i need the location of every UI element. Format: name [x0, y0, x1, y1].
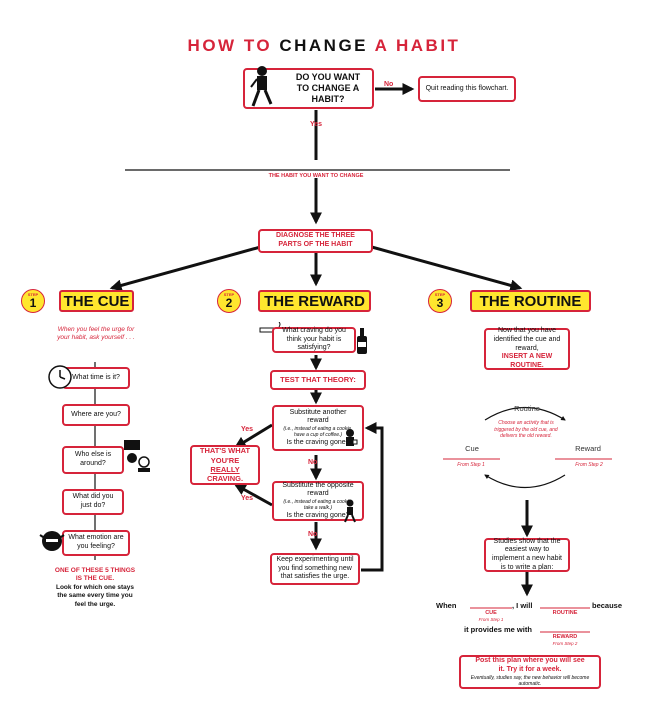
title-part-3: A — [374, 36, 396, 55]
cue-question-action: What did you just do? — [62, 489, 124, 515]
from-step-2: From Step 2 — [575, 462, 603, 468]
cue-question-time: What time is it? — [62, 367, 130, 389]
step-word: STEP — [27, 292, 39, 297]
title-part-2: CHANGE — [279, 36, 375, 55]
insert-routine-text: INSERT A NEW ROUTINE. — [501, 353, 553, 370]
reward-heading: THE REWARD — [258, 290, 371, 312]
real-craving-emphasis: REALLY — [210, 465, 240, 474]
post-plan-text: Post this plan where you will see it. Tr… — [475, 657, 585, 673]
habit-line-label: THE HABIT YOU WANT TO CHANGE — [268, 173, 364, 179]
substitute-main: Substitute another reward — [289, 408, 347, 425]
no-label-2: No — [308, 531, 318, 538]
plan-provides: it provides me with — [464, 625, 532, 634]
bottle-icon — [356, 328, 368, 359]
question-text: Where are you? — [71, 410, 121, 418]
studies-text: Studies show that the easiest way to imp… — [491, 537, 563, 571]
start-question-text: DO YOU WANT TO CHANGE A HABIT? — [295, 71, 361, 105]
from-step-1: From Step 1 — [457, 462, 485, 468]
step-number: 3 — [436, 296, 444, 310]
question-text: What emotion are you feeling? — [68, 534, 124, 550]
opposite-detail: (i.e., instead of eating a cookie, take … — [283, 499, 353, 512]
opposite-main: Substitute the opposite reward — [282, 481, 354, 498]
step-number: 2 — [225, 296, 233, 310]
substitute-detail: (i.e., instead of eating a cookie, have … — [283, 426, 353, 439]
diagnose-text: DIAGNOSE THE THREE PARTS OF THE HABIT — [276, 232, 355, 248]
cue-question-location: Where are you? — [62, 404, 130, 426]
question-text: What did you just do? — [72, 493, 114, 509]
test-theory-text: TEST THAT THEORY: — [280, 375, 356, 385]
plan-when: When — [436, 601, 457, 610]
walking-man-icon — [342, 499, 358, 528]
keep-experimenting-box: Keep experimenting until you find someth… — [270, 553, 360, 585]
substitute-question: Is the craving gone? — [286, 438, 350, 446]
real-craving-part-1: THAT'S WHAT YOU'RE — [199, 446, 251, 465]
substitute-reward-box: Substitute another reward (i.e., instead… — [272, 405, 364, 451]
step-word: STEP — [223, 292, 235, 297]
title-part-1: HOW TO — [187, 36, 280, 55]
cue-note-black: Look for which one stays the same every … — [55, 584, 134, 608]
craving-question-box: What craving do you think your habit is … — [272, 327, 356, 353]
cycle-routine-label: Routine — [514, 404, 540, 413]
insert-routine-box: Now that you have identified the cue and… — [484, 327, 570, 370]
plan-cue-source: From Step 1 — [478, 617, 504, 622]
no-label-1: No — [308, 459, 318, 466]
plan-cue-label: CUE — [485, 610, 497, 616]
page-title: HOW TO CHANGE A HABIT — [0, 36, 648, 56]
cue-heading: THE CUE — [59, 290, 134, 312]
yes-label: Yes — [309, 121, 323, 128]
now-text: Now that you have identified the cue and… — [493, 327, 561, 352]
cycle-reward-label: Reward — [575, 444, 601, 453]
cue-question-people: Who else is around? — [62, 446, 124, 474]
stressed-face-icon — [38, 527, 66, 560]
keep-experimenting-text: Keep experimenting until you find someth… — [276, 555, 354, 581]
plan-i-will: , I will — [512, 601, 533, 610]
studies-box: Studies show that the easiest way to imp… — [484, 538, 570, 572]
routine-heading: THE ROUTINE — [470, 290, 591, 312]
people-talking-icon — [122, 438, 152, 477]
quit-text: Quit reading this flowchart. — [425, 84, 509, 92]
cue-prompt: When you feel the urge for your habit, a… — [57, 326, 135, 342]
step-number: 1 — [29, 296, 37, 310]
plan-reward-label: REWARD — [552, 634, 578, 640]
question-text: Who else is around? — [74, 451, 112, 467]
no-label: No — [384, 81, 394, 88]
walking-person-icon — [248, 64, 276, 115]
plan-reward-source: From Step 2 — [552, 641, 578, 646]
diagnose-box: DIAGNOSE THE THREE PARTS OF THE HABIT — [258, 229, 373, 253]
cycle-note: Choose an activity that is triggered by … — [494, 420, 558, 439]
arrow-to-cue — [109, 244, 265, 292]
cue-question-emotion: What emotion are you feeling? — [62, 530, 130, 556]
real-craving-box: THAT'S WHAT YOU'RE REALLY CRAVING. — [190, 445, 260, 485]
plan-routine-label: ROUTINE — [552, 610, 578, 616]
craving-question-text: What craving do you think your habit is … — [282, 326, 346, 352]
cue-note-red: ONE OF THESE 5 THINGS IS THE CUE. — [54, 567, 136, 583]
real-craving-text: THAT'S WHAT YOU'RE REALLY CRAVING. — [196, 446, 254, 484]
yes-label-2: Yes — [241, 495, 254, 502]
step-word: STEP — [434, 292, 446, 297]
plan-because: because — [592, 601, 623, 610]
cycle-cue-label: Cue — [465, 444, 479, 453]
coffee-person-icon — [342, 428, 358, 455]
test-theory-box: TEST THAT THEORY: — [270, 370, 366, 390]
arrow-to-routine — [367, 244, 523, 292]
post-plan-box: Post this plan where you will see it. Tr… — [459, 655, 601, 689]
title-part-4: HABIT — [395, 36, 461, 55]
real-craving-part-3: CRAVING. — [206, 474, 244, 484]
question-text: What time is it? — [72, 373, 120, 381]
clock-icon — [47, 364, 73, 395]
post-plan-note: Eventually, studies say, the new behavio… — [470, 674, 590, 687]
opposite-question: Is the craving gone? — [286, 511, 350, 519]
yes-label-1: Yes — [241, 426, 254, 433]
quit-box: Quit reading this flowchart. — [418, 76, 516, 102]
